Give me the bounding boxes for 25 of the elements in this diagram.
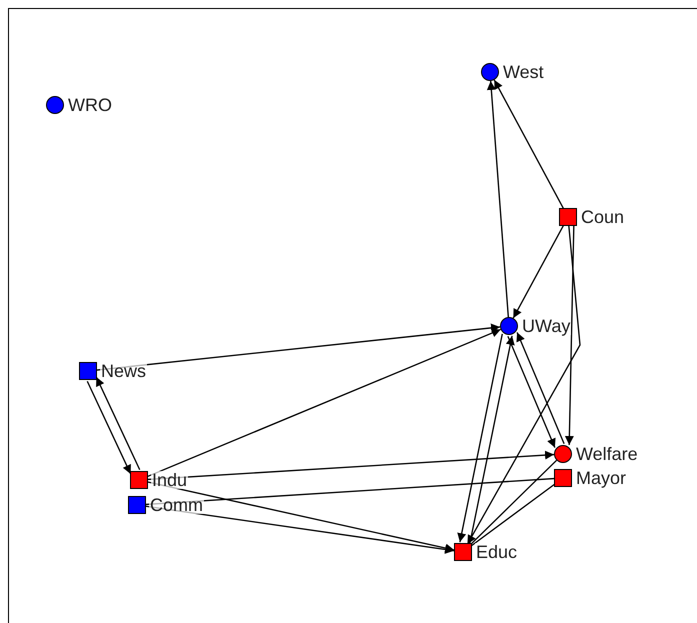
- arrow: [86, 381, 132, 474]
- node-label: Educ: [475, 543, 518, 561]
- arrow: [486, 80, 509, 318]
- arrow: [466, 226, 581, 544]
- arrow: [507, 336, 556, 448]
- node-label: Coun: [580, 208, 626, 226]
- arrow: [96, 376, 140, 470]
- node-label: Mayor: [575, 469, 628, 487]
- node-label: Comm: [149, 496, 204, 514]
- arrow: [148, 481, 454, 552]
- node-label: Indu: [151, 471, 188, 489]
- arrow: [494, 80, 564, 210]
- node-label: News: [100, 362, 148, 380]
- arrow: [469, 336, 515, 544]
- node-label: Welfare: [575, 445, 639, 463]
- node-label: UWay: [521, 317, 572, 335]
- arrow: [96, 323, 500, 371]
- arrow: [148, 450, 554, 480]
- arrow: [512, 224, 564, 318]
- arrow: [147, 328, 501, 478]
- arrow: [564, 226, 574, 446]
- node-label: WRO: [67, 96, 113, 114]
- arrow: [457, 334, 503, 542]
- node-label: West: [502, 63, 545, 81]
- arrow: [516, 332, 565, 444]
